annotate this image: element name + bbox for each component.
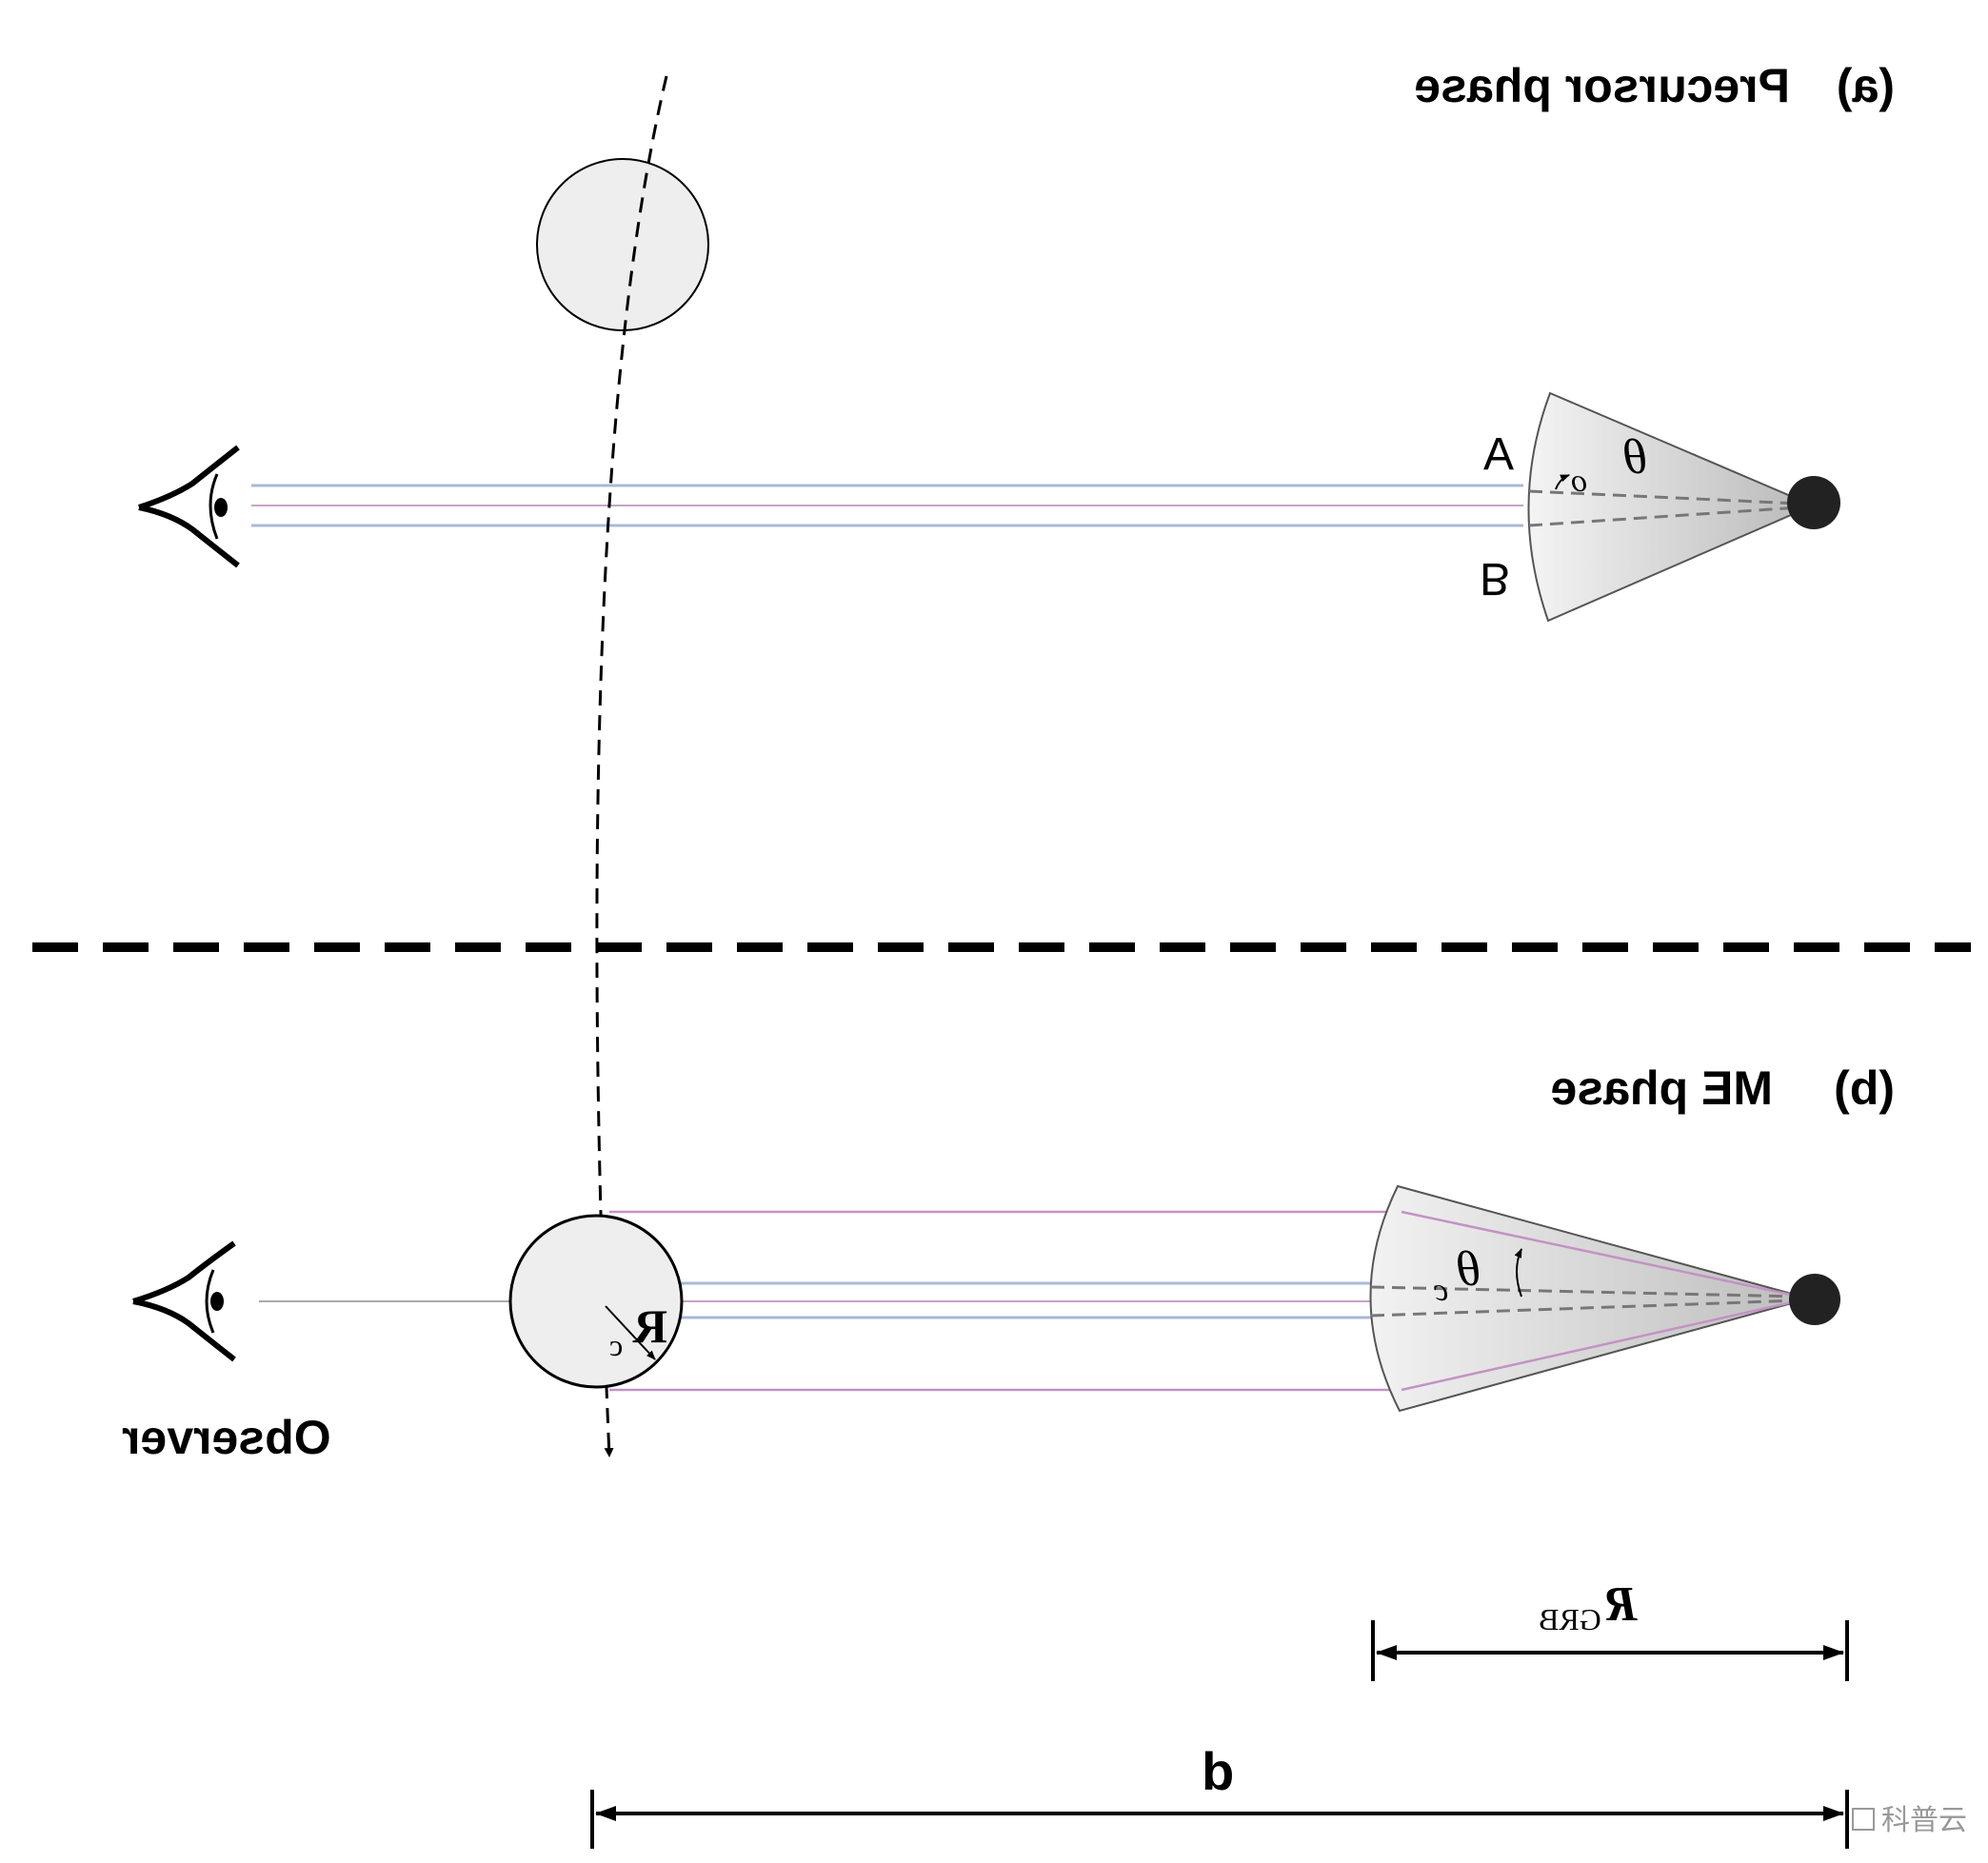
angle-theta-b: θ bbox=[1457, 1242, 1481, 1297]
eye-icon bbox=[132, 1240, 236, 1362]
cone-edge-dash-top-b bbox=[1370, 1285, 1800, 1298]
cone-edge-dash-bottom-a bbox=[1528, 505, 1800, 527]
panel-a-letter: (a) bbox=[1837, 59, 1895, 112]
label-point-b: B bbox=[1480, 553, 1510, 604]
radius-sub: c bbox=[609, 1328, 623, 1362]
angle-sub-a: o bbox=[1571, 464, 1587, 499]
panel-b-letter: (b) bbox=[1834, 1061, 1895, 1115]
panel-b: (b) ME phase θ c R c bbox=[122, 1061, 1895, 1464]
cloud-precursor bbox=[536, 158, 709, 331]
watermark: 科普云 bbox=[1852, 1805, 1967, 1836]
cone-inner-top-b bbox=[1401, 1210, 1810, 1300]
cloud-trajectory bbox=[595, 75, 668, 1457]
cone-edge-dash-bottom-b bbox=[1370, 1298, 1800, 1318]
jet-cone-me bbox=[1369, 1184, 1813, 1413]
dimension-d-label: d bbox=[1202, 1741, 1234, 1801]
panel-a: (a) Precursor phase θ o A B bbox=[138, 59, 1895, 623]
angle-sub-b: c bbox=[1434, 1273, 1448, 1308]
dimension-rgrb-sub: GRB bbox=[1539, 1602, 1601, 1636]
cone-edge-dash-top-a bbox=[1528, 489, 1800, 505]
cone-inner-bottom-b bbox=[1401, 1297, 1810, 1392]
panel-b-title: ME phase bbox=[1551, 1061, 1773, 1115]
label-point-a: A bbox=[1483, 429, 1514, 480]
grb-source-b bbox=[1789, 1274, 1840, 1325]
panel-a-title: Precursor phase bbox=[1414, 59, 1790, 112]
angle-theta-a: θ bbox=[1623, 430, 1648, 485]
radius-arrow bbox=[605, 1305, 656, 1360]
cloud-me bbox=[508, 1214, 684, 1389]
eye-icon bbox=[138, 445, 240, 568]
jet-cone-precursor bbox=[1527, 391, 1816, 623]
dimension-rgrb-label: R bbox=[1604, 1577, 1639, 1632]
radius-label: R bbox=[632, 1299, 667, 1353]
watermark-text: 科普云 bbox=[1881, 1805, 1967, 1836]
grb-source-a bbox=[1787, 476, 1840, 529]
observer-label: Observer bbox=[122, 1411, 331, 1464]
angle-arrow-b bbox=[1514, 1248, 1522, 1298]
dimension-d: d bbox=[590, 1741, 1849, 1849]
dimension-rgrb: R GRB bbox=[1371, 1577, 1849, 1681]
angle-arrow-a bbox=[1555, 474, 1570, 490]
